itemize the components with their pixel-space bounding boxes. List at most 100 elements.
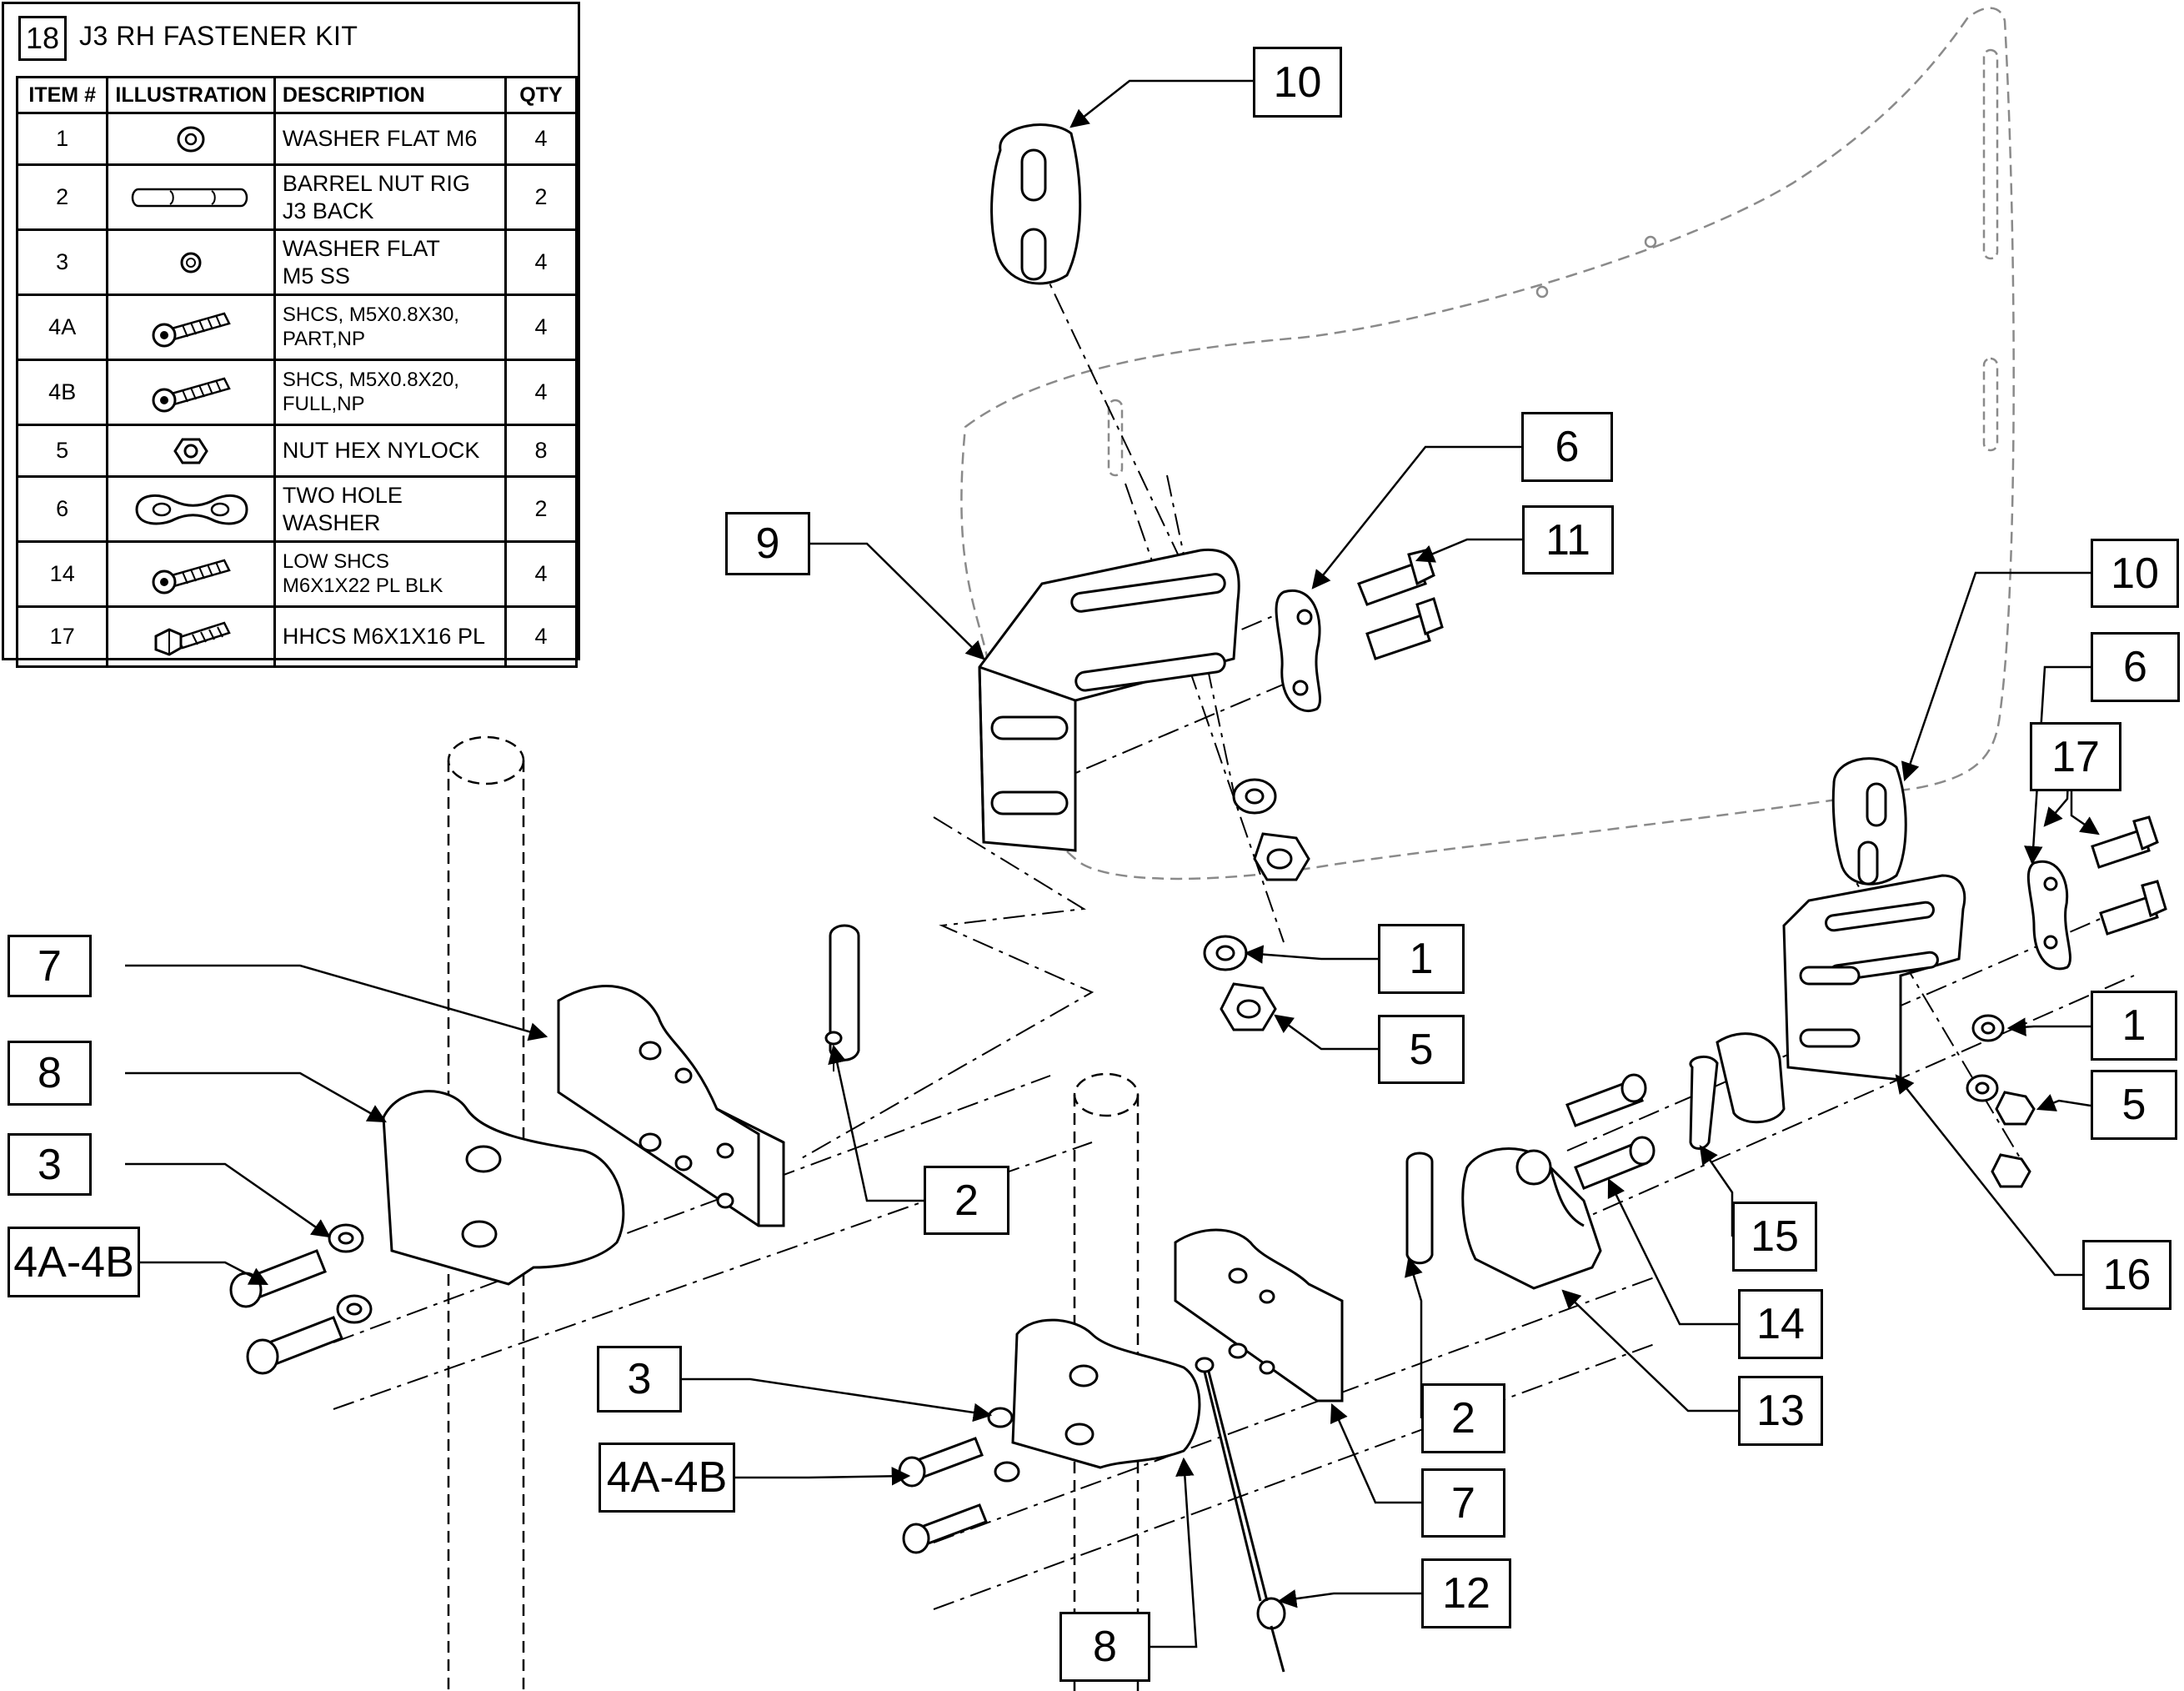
description-line: WASHER FLAT M6 [282,126,478,152]
backrest-shell-outline [960,7,2015,881]
header-description: DESCRIPTION [273,76,507,114]
callout-1-right: 1 [2091,991,2177,1061]
clamp-block-left [557,985,785,1227]
description-cell: WASHER FLAT M6 [273,112,507,166]
callout-3-lower: 3 [597,1346,682,1413]
description-cell: HHCS M6X1X16 PL [273,605,507,668]
description-line: HHCS M6X1X16 PL [282,624,485,650]
callout-9: 9 [725,512,810,575]
callout-12: 12 [1421,1558,1511,1628]
table-header-row: ITEM # ILLUSTRATION DESCRIPTION QTY [15,76,579,114]
description-line: SHCS, M5X0.8X20, [282,368,459,391]
callout-1-upper: 1 [1378,924,1465,994]
description-cell: SHCS, M5X0.8X30,PART,NP [273,294,507,361]
item-number-cell: 2 [15,163,109,231]
callout-3-left: 3 [8,1133,92,1196]
lanyard-pin [1195,1357,1286,1673]
headrest-pad-right [1831,757,1907,886]
item-number-cell: 5 [15,424,109,478]
small-washer-icon [106,228,276,296]
flat-washer-icon [106,112,276,166]
callout-2-left: 2 [924,1166,1009,1235]
item-number-cell: 6 [15,475,109,543]
item-number-cell: 17 [15,605,109,668]
barrel-nut-right [1405,1152,1434,1265]
callout-13: 13 [1738,1376,1823,1446]
quantity-cell: 2 [503,475,579,543]
item-number-cell: 4A [15,294,109,361]
hex-head-screw-icon [106,605,276,668]
clamp-half-right [1011,1318,1201,1469]
description-line: M5 SS [282,263,350,289]
quantity-cell: 4 [503,112,579,166]
description-line: LOW SHCS [282,549,389,573]
callout-10-right: 10 [2091,539,2179,608]
hex-screws-right [2091,815,2167,936]
description-line: BARREL NUT RIG [282,171,470,197]
barrel-nut-icon [106,163,276,231]
description-line: J3 BACK [282,198,374,223]
washer-screws-right [898,1407,1020,1554]
callout-6-upper: 6 [1521,412,1613,482]
kit-item-number: 18 [18,16,67,61]
barrel-nut-left [824,924,860,1061]
two-hole-washer-right [2026,860,2071,971]
quick-release-lever [1689,1032,1786,1150]
callout-8-lower: 8 [1059,1612,1150,1682]
description-cell: NUT HEX NYLOCK [273,424,507,478]
quick-release-clamp [1461,1147,1602,1290]
quantity-cell: 4 [503,605,579,668]
washer-nut-right [1966,1014,2036,1188]
callout-14: 14 [1738,1289,1823,1359]
callout-5-upper: 5 [1378,1015,1465,1084]
quantity-cell: 4 [503,228,579,296]
callout-7-lower: 7 [1421,1468,1505,1538]
description-line: FULL,NP [282,392,365,415]
clamp-half-left [382,1090,625,1286]
description-line: WASHER [282,509,381,535]
description-line: WASHER FLAT [282,236,440,262]
callout-7-left: 7 [8,935,92,997]
quantity-cell: 2 [503,163,579,231]
callout-11: 11 [1522,505,1614,575]
hex-screw-upper [1357,549,1444,660]
backrest-bracket-right [1782,874,1966,1081]
callout-5-right: 5 [2091,1070,2177,1140]
description-line: NUT HEX NYLOCK [282,438,480,464]
clamp-block-right [1174,1228,1344,1402]
backrest-bracket-upper [978,548,1240,852]
callout-2-lower: 2 [1421,1383,1505,1453]
description-line: M6X1X22 PL BLK [282,574,443,597]
item-number-cell: 3 [15,228,109,296]
callout-15: 15 [1732,1202,1817,1272]
header-illustration: ILLUSTRATION [106,76,276,114]
socket-cap-screw-icon [106,359,276,426]
socket-cap-screw-icon [106,540,276,608]
kit-title: J3 RH FASTENER KIT [79,21,358,51]
washer-nut-upper [1203,778,1310,1031]
callout-17: 17 [2030,722,2121,791]
two-hole-washer-icon [106,475,276,543]
hex-nut-icon [106,424,276,478]
fastener-kit-table: 18 J3 RH FASTENER KIT ITEM # ILLUSTRATIO… [2,2,580,668]
socket-cap-screw-icon [106,294,276,361]
description-cell: SHCS, M5X0.8X20,FULL,NP [273,359,507,426]
callout-10-upper: 10 [1253,47,1342,118]
low-socket-screws [1565,1073,1656,1190]
quantity-cell: 4 [503,359,579,426]
table-row: 17 HHCS M6X1X16 PL 4 [15,605,579,668]
